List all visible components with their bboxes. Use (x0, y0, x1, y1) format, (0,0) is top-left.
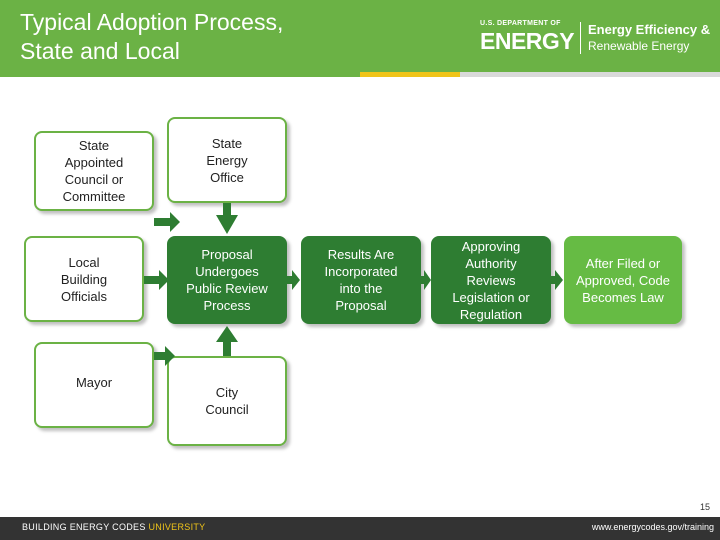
box-public-review-label: Proposal Undergoes Public Review Process (186, 247, 268, 313)
box-city-council: City Council (167, 356, 287, 446)
box-state-council-label: State Appointed Council or Committee (62, 138, 126, 204)
header-band (0, 0, 720, 72)
box-local-building-officials-label: Local Building Officials (60, 254, 108, 304)
arrow-review-to-results (287, 270, 300, 290)
box-mayor: Mayor (34, 342, 154, 428)
arrow-mayor-to-council (154, 346, 175, 366)
footer-url[interactable]: www.energycodes.gov/training (591, 522, 714, 532)
box-code-becomes-law-label: After Filed or Approved, Code Becomes La… (576, 255, 670, 305)
accent-bar-yellow (360, 72, 460, 77)
doe-eere-logo: U.S. DEPARTMENT OF ENERGY Energy Efficie… (480, 20, 710, 56)
arrow-council-to-review (154, 212, 180, 232)
arrow-office-to-review (216, 203, 238, 234)
box-state-energy-office: State Energy Office (167, 117, 287, 203)
box-state-energy-office-label: State Energy Office (206, 135, 248, 185)
box-local-building-officials: Local Building Officials (24, 236, 144, 322)
box-code-becomes-law: After Filed or Approved, Code Becomes La… (564, 236, 682, 324)
title-line-2: State and Local (20, 38, 180, 64)
box-city-council-label: City Council (205, 385, 249, 417)
arrow-officials-to-review (144, 270, 169, 290)
accent-bar-green (0, 72, 360, 77)
arrow-council-up-to-review (216, 326, 238, 356)
box-results-incorporated-label: Results Are Incorporated into the Propos… (324, 247, 398, 313)
box-approving-authority-label: Approving Authority Reviews Legislation … (452, 238, 530, 322)
page-number: 15 (699, 502, 710, 512)
logo-eere-line2: Renewable Energy (588, 39, 690, 53)
accent-bar-gray (460, 72, 720, 77)
page-title: Typical Adoption Process, State and Loca… (20, 8, 350, 66)
logo-dept-text: U.S. DEPARTMENT OF (480, 20, 561, 27)
title-line-1: Typical Adoption Process, (20, 9, 284, 35)
box-mayor-label: Mayor (75, 375, 113, 390)
footer-bar (0, 517, 720, 540)
box-approving-authority: Approving Authority Reviews Legislation … (431, 236, 551, 324)
footer-brand: BUILDING ENERGY CODES UNIVERSITY (22, 522, 205, 532)
arrow-results-to-approving (421, 270, 431, 290)
footer-brand-text: BUILDING ENERGY CODES (22, 522, 149, 532)
arrow-approving-to-law (551, 270, 563, 290)
box-public-review: Proposal Undergoes Public Review Process (167, 236, 287, 324)
logo-separator (580, 22, 581, 54)
box-state-council: State Appointed Council or Committee (34, 131, 154, 211)
footer-brand-highlight: UNIVERSITY (148, 522, 206, 532)
logo-eere-line1: Energy Efficiency & (588, 22, 711, 37)
box-results-incorporated: Results Are Incorporated into the Propos… (301, 236, 421, 324)
logo-energy-text: ENERGY (480, 28, 575, 54)
